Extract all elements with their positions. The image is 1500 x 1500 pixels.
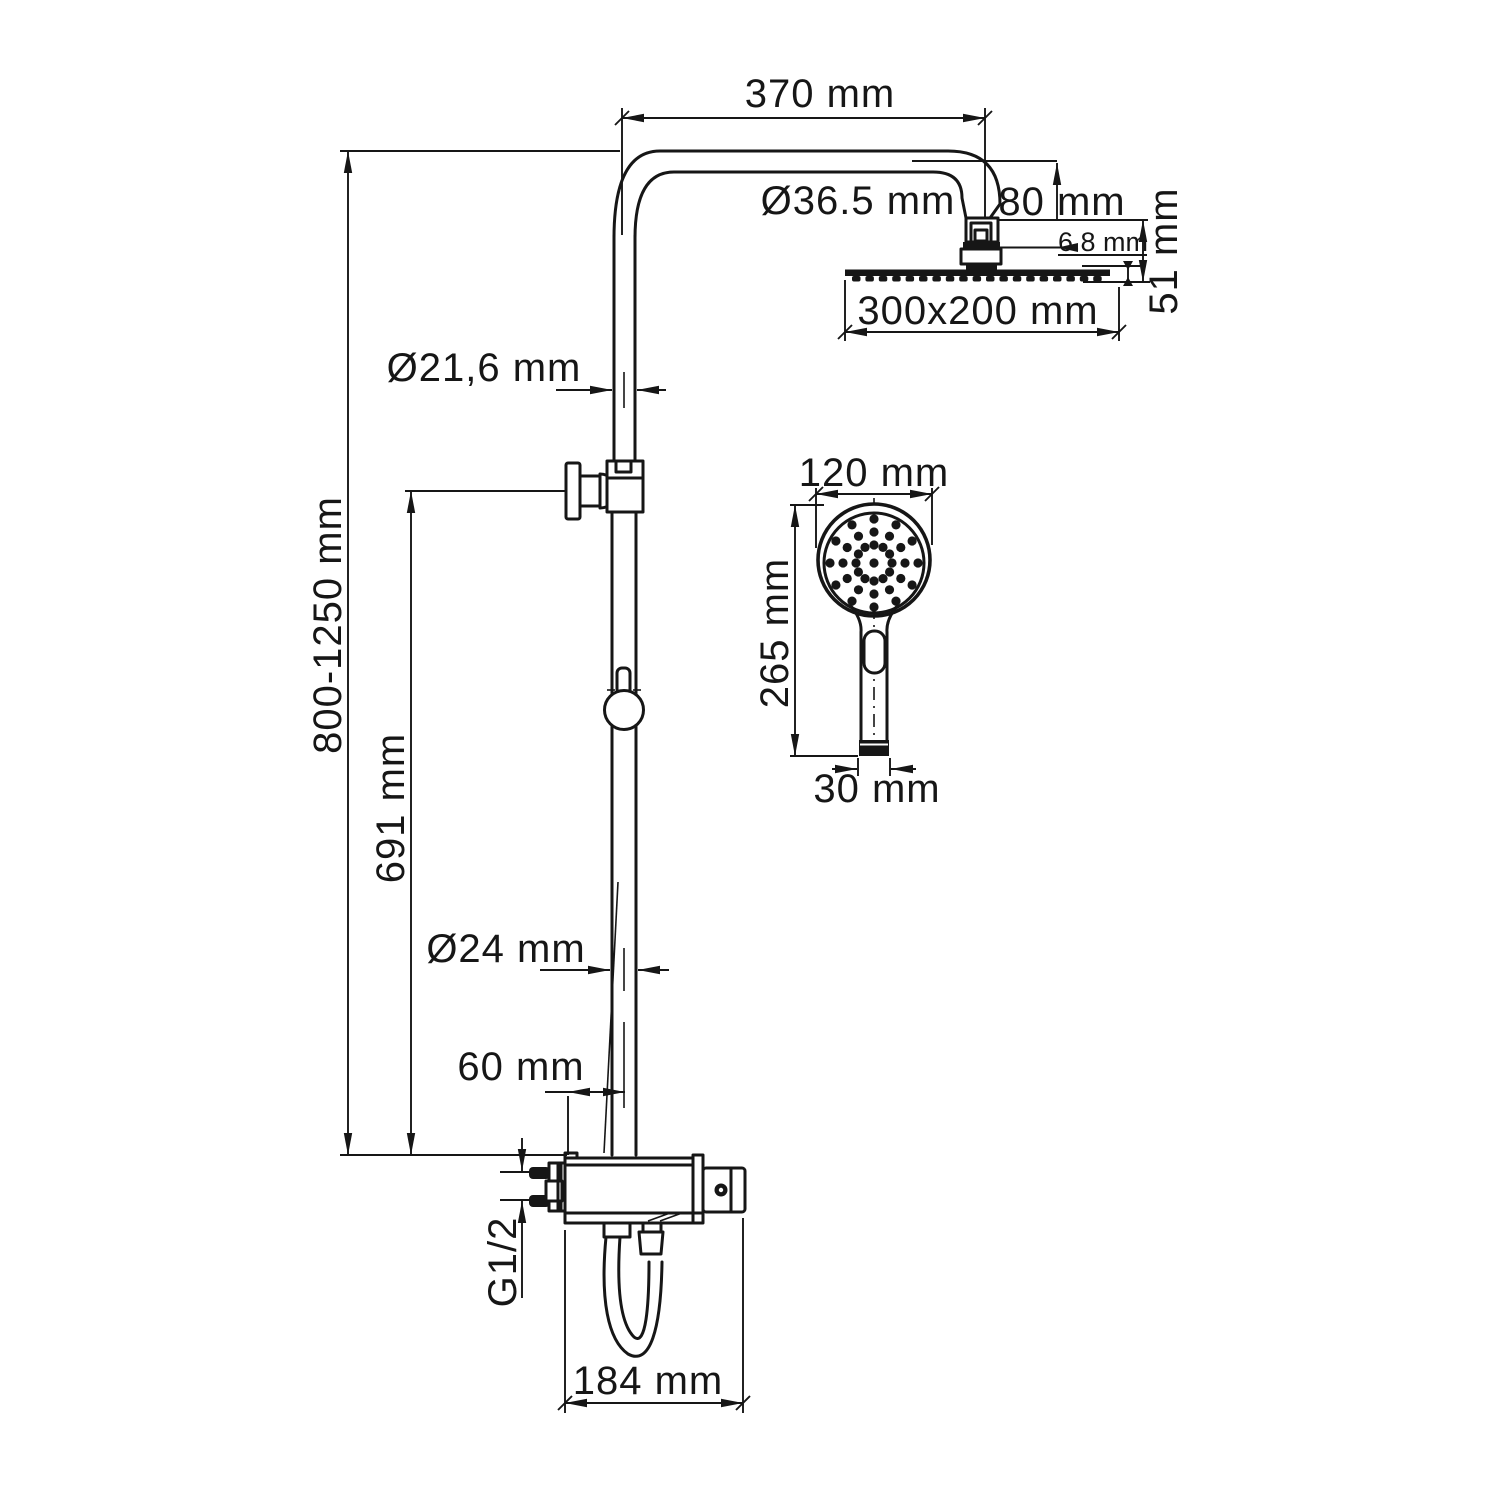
label-handshower-outlet: 30 mm xyxy=(813,767,940,811)
label-handshower-length: 265 mm xyxy=(753,558,797,709)
label-arm-length: 370 mm xyxy=(745,72,896,116)
label-mixer-width: 184 mm xyxy=(573,1359,724,1403)
dimension-handshower-width: 120 mm xyxy=(799,451,950,548)
label-lower-pipe: Ø24 mm xyxy=(426,927,585,971)
dimension-head-height: 51 mm xyxy=(1083,187,1186,315)
label-head-drop: 80 mm xyxy=(998,180,1125,224)
slider-knob xyxy=(603,666,645,731)
dimension-head-size: 300x200 mm xyxy=(837,280,1127,341)
nozzle-row xyxy=(852,276,1102,282)
spray-dots xyxy=(825,514,923,612)
overhead-shower-arm xyxy=(612,149,1002,240)
dimension-plate-thickness: 6.8 mm xyxy=(997,227,1148,286)
dimension-mixer-width: 184 mm xyxy=(557,1218,751,1413)
dimension-bracket-height: 691 mm xyxy=(369,491,416,1155)
handle-left xyxy=(849,604,863,743)
dimension-head-drop: 80 mm xyxy=(998,163,1148,224)
label-handshower-width: 120 mm xyxy=(799,451,950,495)
label-inlet-thread: G1/2 xyxy=(481,1217,525,1308)
label-bracket-height: 691 mm xyxy=(369,733,413,884)
shower-hose xyxy=(602,1221,665,1358)
dimension-arm-length: 370 mm xyxy=(614,72,993,235)
mode-button xyxy=(862,629,887,675)
label-column-height: 800-1250 mm xyxy=(306,496,350,754)
handle-tip xyxy=(859,740,889,756)
dimension-inlet-thread: G1/2 xyxy=(481,1138,532,1307)
hose-nut xyxy=(602,1221,632,1239)
dimension-column-height: 800-1250 mm xyxy=(306,150,620,1156)
overhead-shower-head xyxy=(845,216,1110,282)
dimension-column-offset: 60 mm xyxy=(457,1045,625,1155)
column-inner-edge xyxy=(603,881,619,1154)
mixer-body xyxy=(529,1151,747,1225)
shower-plate xyxy=(845,269,1110,276)
label-arm-diameter: Ø36.5 mm xyxy=(761,179,956,223)
label-column-offset: 60 mm xyxy=(457,1045,584,1089)
wall-bracket xyxy=(405,459,645,521)
shower-column xyxy=(603,234,638,1157)
dimension-arm-diameter: Ø36.5 mm xyxy=(761,160,1057,223)
handle-right xyxy=(885,604,899,743)
inlet-upper xyxy=(529,1167,550,1179)
dimension-upper-pipe: Ø21,6 mm xyxy=(387,346,666,395)
label-head-height: 51 mm xyxy=(1142,187,1186,314)
label-plate-thickness: 6.8 mm xyxy=(1058,227,1148,257)
label-head-size: 300x200 mm xyxy=(857,289,1098,333)
label-upper-pipe: Ø21,6 mm xyxy=(387,346,582,390)
dimension-handshower-length: 265 mm xyxy=(753,504,858,757)
dimension-handshower-outlet: 30 mm xyxy=(813,758,940,811)
hand-shower xyxy=(816,498,932,760)
dimension-lower-pipe: Ø24 mm xyxy=(426,927,669,975)
